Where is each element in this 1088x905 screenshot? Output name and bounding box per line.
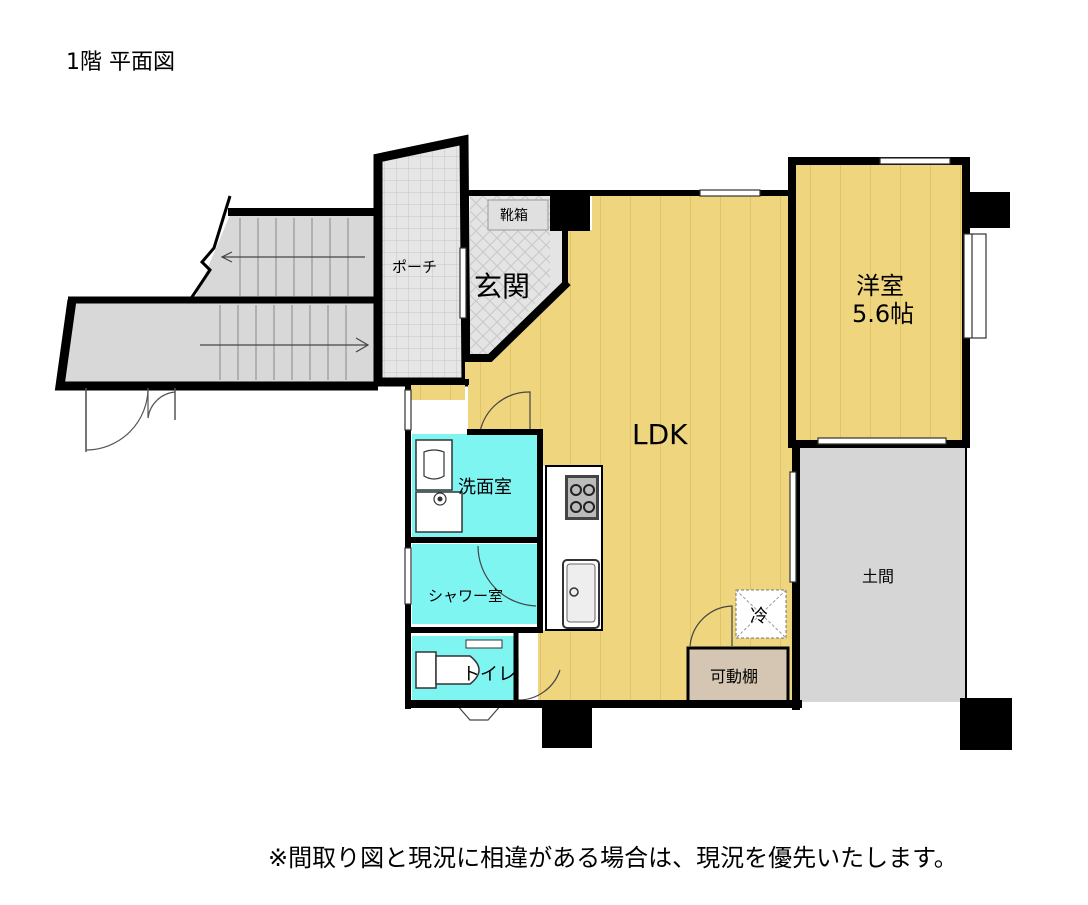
shower-floor — [412, 544, 538, 624]
doma-floor — [800, 444, 966, 702]
disclaimer-note: ※間取り図と現況に相違がある場合は、現況を優先いたします。 — [268, 844, 958, 872]
label-shoe-box: 靴箱 — [500, 208, 528, 224]
stair-area — [54, 195, 378, 452]
windows — [404, 157, 987, 605]
western-room-floor — [796, 164, 964, 442]
room-label-porch: ポーチ — [392, 258, 437, 276]
washroom-fixtures — [415, 439, 463, 533]
toilet-fixture — [415, 639, 503, 689]
kitchen-counter — [545, 465, 603, 631]
label-fridge: 冷 — [750, 606, 768, 627]
room-label-shower: シャワー室 — [428, 587, 503, 605]
entrance-area — [470, 196, 565, 358]
room-label-entrance: 玄関 — [474, 270, 530, 303]
floor-title: 1階 平面図 — [66, 50, 175, 75]
room-label-ldk: LDK — [632, 418, 688, 451]
room-label-western-size: 5.6帖 — [852, 300, 914, 328]
label-movable-shelf: 可動棚 — [710, 667, 758, 686]
room-label-doma: 土間 — [862, 567, 894, 586]
movable-shelf — [686, 646, 790, 704]
room-label-western: 洋室 — [856, 272, 904, 300]
door-swings — [455, 391, 733, 721]
ldk-floor — [410, 196, 792, 702]
fridge-space — [735, 589, 787, 639]
room-label-washroom: 洗面室 — [458, 477, 512, 498]
room-label-toilet: トイレ — [462, 664, 516, 685]
